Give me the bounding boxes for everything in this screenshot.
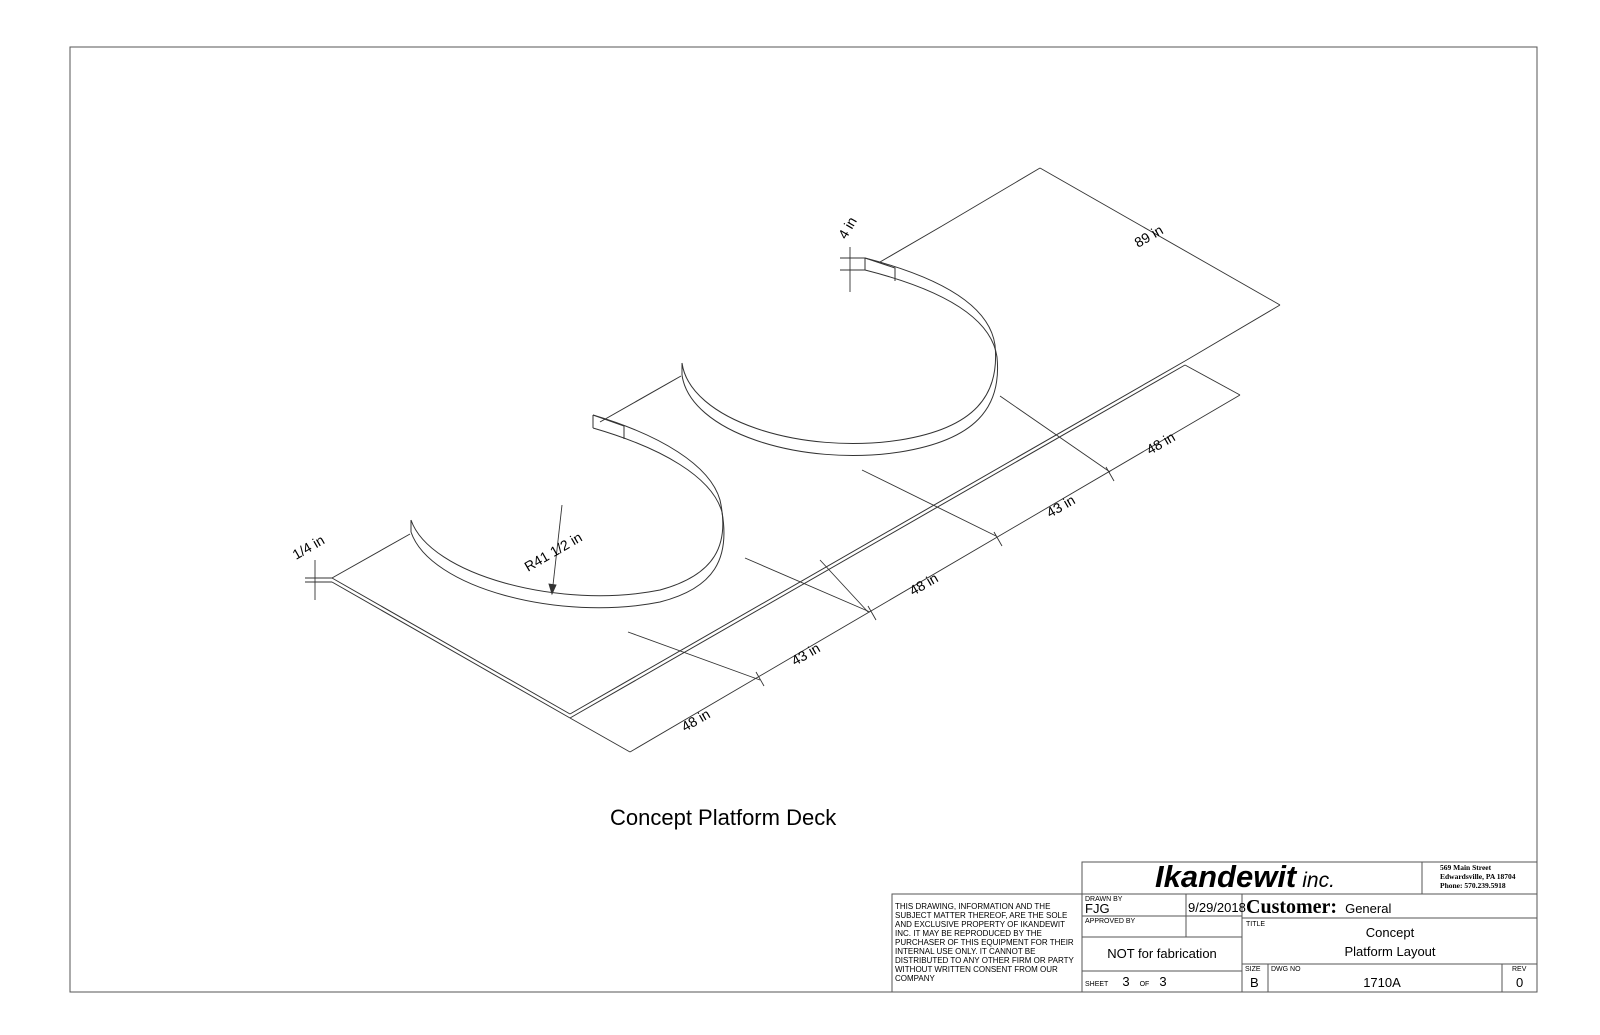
svg-text:WITHOUT WRITTEN CONSENT FROM O: WITHOUT WRITTEN CONSENT FROM OUR: [895, 965, 1058, 974]
svg-text:PURCHASER OF THIS EQUIPMENT FO: PURCHASER OF THIS EQUIPMENT FOR THEIR: [895, 938, 1074, 947]
dim-rail-height-label: 4 in: [835, 214, 860, 242]
drawn-by-label: DRAWN BY: [1085, 896, 1123, 903]
rail-back-top: [681, 257, 997, 444]
svg-text:SUBJECT MATTER THEREOF, ARE TH: SUBJECT MATTER THEREOF, ARE THE SOLE: [895, 911, 1067, 920]
drawn-date: 9/29/2018: [1188, 900, 1246, 915]
dim-radius-label: R41 1/2 in: [522, 529, 585, 575]
fabrication-note: NOT for fabrication: [1107, 946, 1217, 961]
company-phone: Phone: 570.239.5918: [1440, 881, 1506, 890]
dim-gap-b-label: 43 in: [1044, 492, 1078, 521]
approved-by-label: APPROVED BY: [1085, 918, 1136, 925]
rev-value: 0: [1516, 975, 1523, 990]
deck-edge-right: [569, 360, 1186, 715]
dim-gap-a-label: 43 in: [789, 640, 823, 669]
dim-span-a-label: 48 in: [679, 706, 713, 735]
dim-span-c-label: 48 in: [1144, 429, 1178, 458]
company-address-1: 569 Main Street: [1440, 863, 1492, 872]
dwg-no-value: 1710A: [1363, 975, 1401, 990]
title-line-1: Concept: [1366, 925, 1415, 940]
drawing-caption: Concept Platform Deck: [610, 805, 837, 830]
title-block: [891, 861, 1538, 993]
dwg-no-label: DWG NO: [1271, 966, 1301, 973]
title-label: TITLE: [1246, 921, 1265, 928]
svg-text:THIS DRAWING, INFORMATION AND: THIS DRAWING, INFORMATION AND THE: [895, 902, 1050, 911]
svg-text:INTERNAL USE ONLY. IT CANNOT B: INTERNAL USE ONLY. IT CANNOT BE: [895, 947, 1035, 956]
svg-text:AND EXCLUSIVE PROPERTY OF IKAN: AND EXCLUSIVE PROPERTY OF IKANDEWIT: [895, 920, 1065, 929]
svg-text:COMPANY: COMPANY: [895, 974, 936, 983]
drawn-by-value: FJG: [1085, 901, 1110, 916]
dimension-lines: [305, 167, 1281, 753]
size-label: SIZE: [1245, 966, 1261, 973]
rev-label: REV: [1512, 966, 1527, 973]
customer-line: Customer:General: [1246, 896, 1391, 918]
deck-edge-left: [331, 533, 411, 579]
rail-front-bottom: [410, 427, 725, 609]
sheet-border: [69, 46, 1538, 993]
deck-edge-right-lower: [569, 364, 1186, 719]
deck-edge-front: [331, 577, 571, 715]
dim-span-b-label: 48 in: [907, 570, 941, 599]
disclaimer: THIS DRAWING, INFORMATION AND THE SUBJEC…: [895, 902, 1075, 983]
dim-thickness-label: 1/4 in: [290, 532, 328, 563]
rail-back-bottom: [681, 269, 999, 456]
rail-front-top: [410, 414, 724, 597]
svg-text:DISTRIBUTED TO ANY OTHER FIRM: DISTRIBUTED TO ANY OTHER FIRM OR PARTY: [895, 956, 1075, 965]
platform-drawing: [331, 225, 1186, 719]
dim-depth-label: 89 in: [1132, 222, 1166, 251]
svg-text:INC. IT MAY BE REPRODUCED BY T: INC. IT MAY BE REPRODUCED BY THE: [895, 929, 1042, 938]
title-line-2: Platform Layout: [1344, 944, 1435, 959]
size-value: B: [1250, 975, 1259, 990]
deck-edge-back-a: [599, 375, 682, 423]
deck-edge-back-b: [879, 225, 943, 263]
dim-line-depth: [1039, 167, 1281, 306]
company-address-2: Edwardsville, PA 18704: [1440, 872, 1516, 881]
deck-edge-front-lower: [331, 581, 571, 719]
dim-line-front: [629, 394, 1241, 753]
radius-leader: [551, 504, 563, 595]
